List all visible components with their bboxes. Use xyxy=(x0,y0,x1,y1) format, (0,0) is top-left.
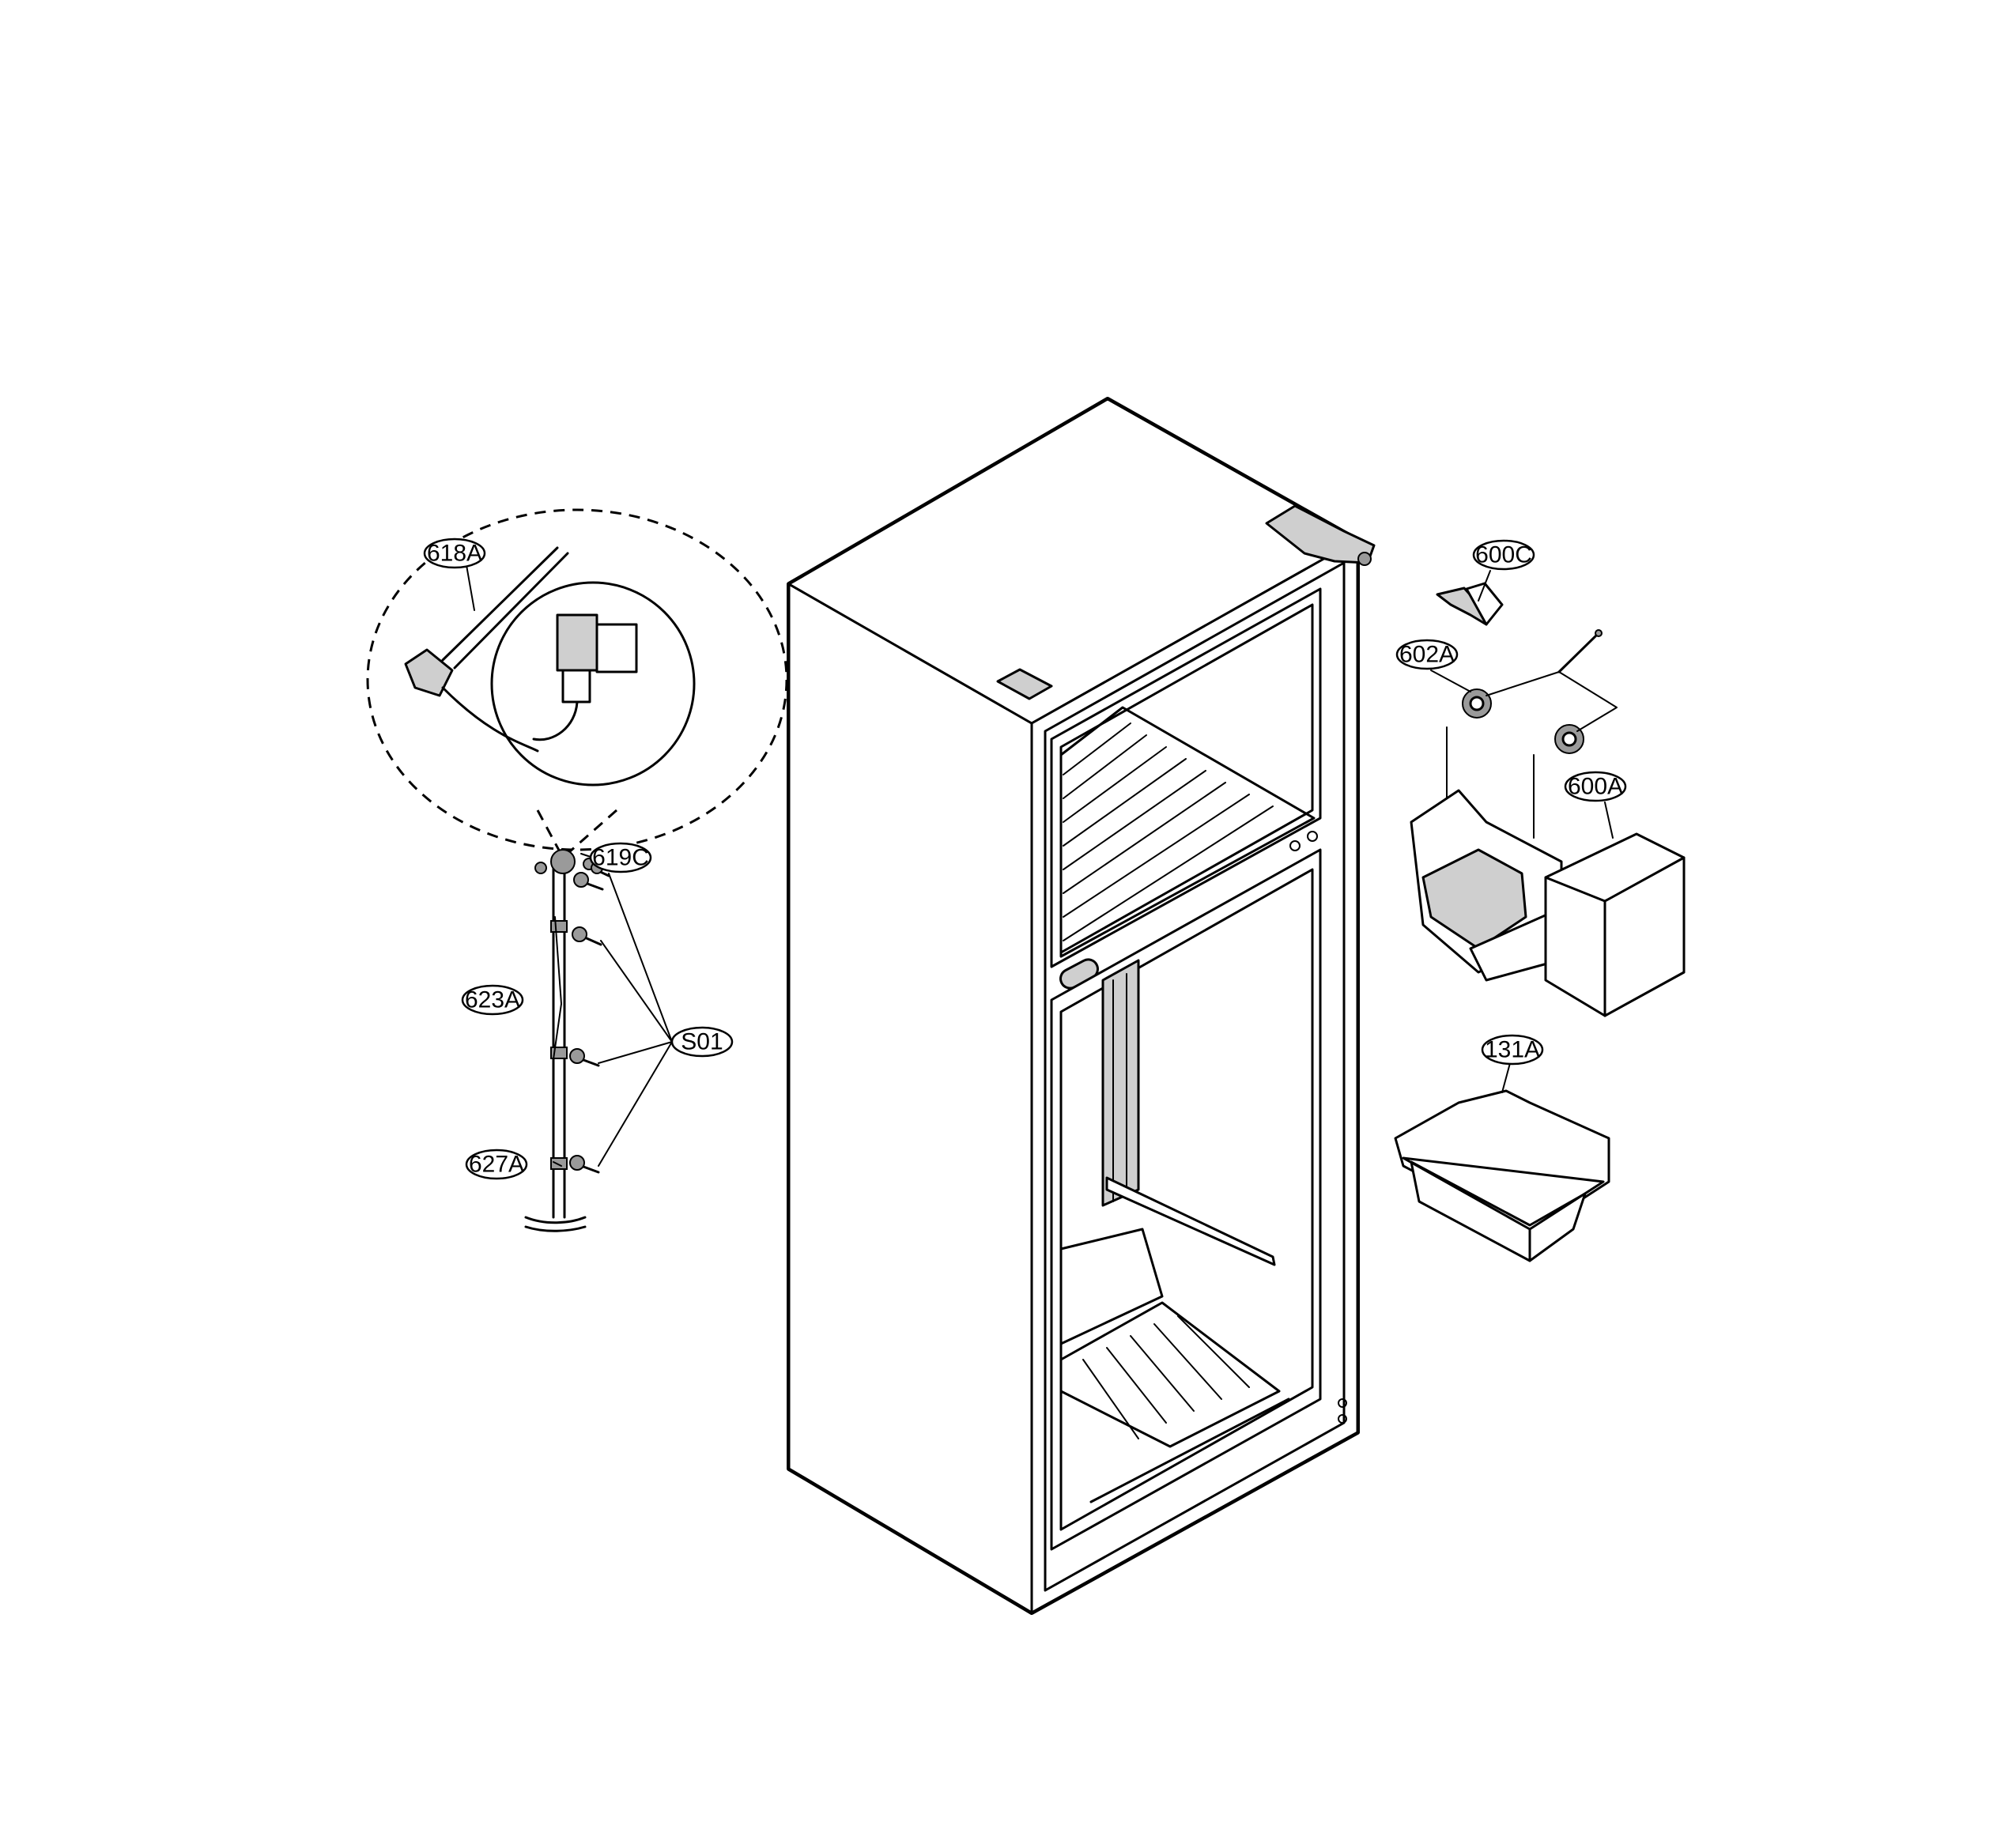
callout-618A: 618A xyxy=(423,538,486,569)
callout-623A: 623A xyxy=(461,984,524,1016)
freezer-shelf xyxy=(1059,706,1316,958)
label-S01: S01 xyxy=(681,1029,723,1055)
label-619C: 619C xyxy=(592,845,649,871)
callout-S01: S01 xyxy=(670,1026,734,1058)
water-valve-detail xyxy=(366,508,788,1232)
callout-131A: 131A xyxy=(1481,1034,1544,1066)
crisper-shelf xyxy=(1059,1301,1281,1448)
label-602A: 602A xyxy=(1399,642,1455,668)
tube-clamp xyxy=(534,849,595,874)
label-600C: 600C xyxy=(1475,542,1532,568)
refrigerator-cabinet xyxy=(787,397,1376,1615)
inlet-valve xyxy=(532,613,638,741)
callout-600C: 600C xyxy=(1472,539,1535,571)
callout-619C: 619C xyxy=(589,842,652,873)
leader-lines-left xyxy=(466,564,673,1167)
callout-627A: 627A xyxy=(465,1149,528,1180)
label-618A: 618A xyxy=(427,541,482,567)
leader-lines-right xyxy=(1430,570,1614,1093)
screws xyxy=(569,862,610,1174)
callout-600A: 600A xyxy=(1564,771,1627,802)
callout-602A: 602A xyxy=(1395,639,1459,670)
ice-bin xyxy=(1394,1089,1610,1262)
label-600A: 600A xyxy=(1568,774,1623,800)
ice-maker-parts xyxy=(1394,582,1686,1262)
label-131A: 131A xyxy=(1485,1037,1540,1063)
label-627A: 627A xyxy=(469,1152,524,1178)
shelf-rail xyxy=(1101,959,1276,1266)
label-623A: 623A xyxy=(465,987,520,1013)
